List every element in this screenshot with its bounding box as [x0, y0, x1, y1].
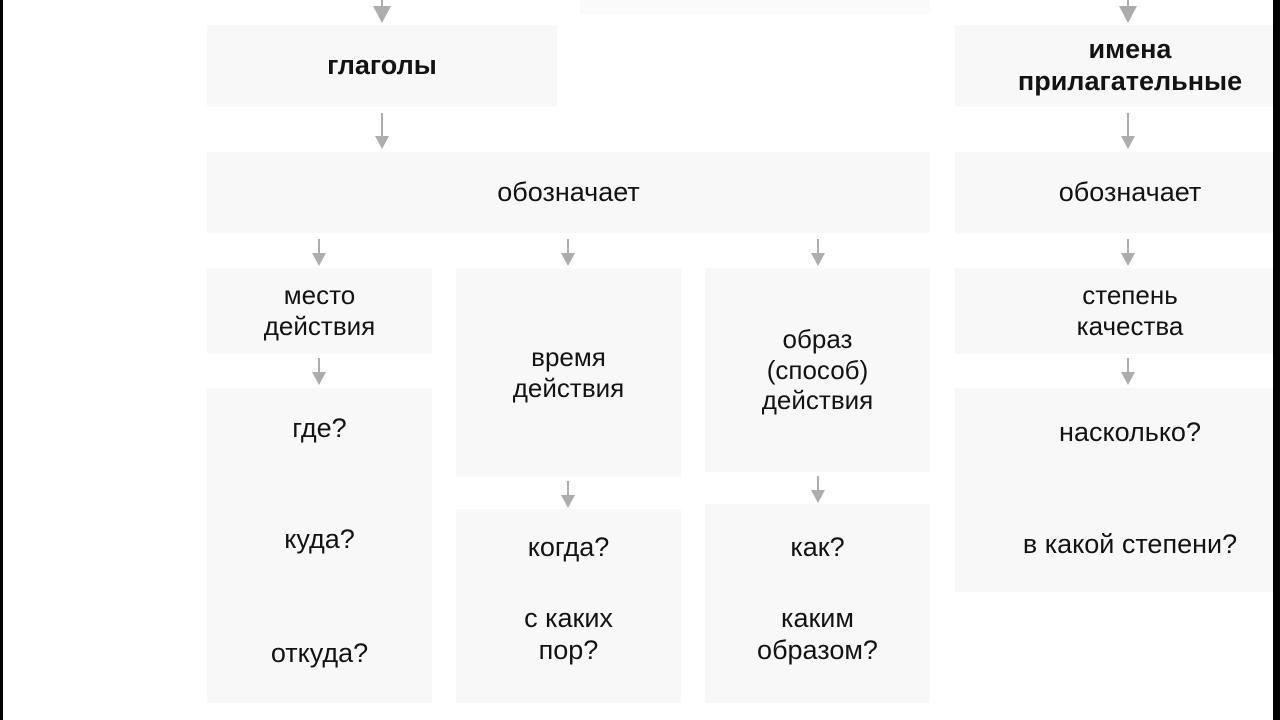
node-category-degree[interactable]: степень качества	[955, 268, 1280, 354]
question-manner-1: как?	[790, 532, 845, 562]
arrow-place-to-questions	[311, 358, 327, 386]
top-clipped-box	[580, 0, 930, 14]
node-category-manner[interactable]: образ (способ) действия	[705, 268, 930, 472]
question-manner-2: каким образом?	[757, 603, 878, 665]
node-questions-time[interactable]: когда? с каких пор?	[456, 509, 681, 703]
question-degree-1: насколько?	[1059, 417, 1201, 447]
question-time-2: с каких пор?	[524, 603, 613, 665]
question-place-3: откуда?	[270, 638, 369, 668]
arrow-degree-to-questions	[1120, 358, 1136, 386]
question-time-1: когда?	[527, 532, 610, 562]
node-verbs[interactable]: глаголы	[207, 25, 557, 107]
node-verbs-means[interactable]: обозначает	[207, 152, 930, 233]
left-edge-bar	[0, 0, 3, 720]
node-adjectives[interactable]: имена прилагательные	[955, 25, 1280, 107]
arrow-means-to-place	[311, 239, 327, 267]
node-questions-manner[interactable]: как? каким образом?	[705, 504, 930, 703]
arrow-into-adjectives	[1119, 0, 1137, 24]
question-place-2: куда?	[284, 524, 355, 554]
arrow-into-verbs	[373, 0, 391, 24]
node-questions-degree[interactable]: насколько? в какой степени?	[955, 388, 1280, 592]
question-degree-2: в какой степени?	[1022, 529, 1238, 559]
question-place-1: где?	[292, 413, 347, 443]
node-adjectives-means[interactable]: обозначает	[955, 152, 1280, 233]
arrow-means-to-time	[560, 239, 576, 267]
arrow-means-to-manner	[810, 239, 826, 267]
node-category-time[interactable]: время действия	[456, 268, 681, 477]
node-questions-place[interactable]: где? куда? откуда?	[207, 388, 432, 703]
right-edge-bar	[1273, 0, 1280, 720]
arrow-means-to-degree	[1120, 239, 1136, 267]
node-category-place[interactable]: место действия	[207, 268, 432, 354]
arrow-verbs-to-means	[374, 113, 390, 150]
arrow-time-to-questions	[560, 481, 576, 509]
arrow-manner-to-questions	[810, 476, 826, 504]
arrow-adjectives-to-means	[1120, 113, 1136, 150]
